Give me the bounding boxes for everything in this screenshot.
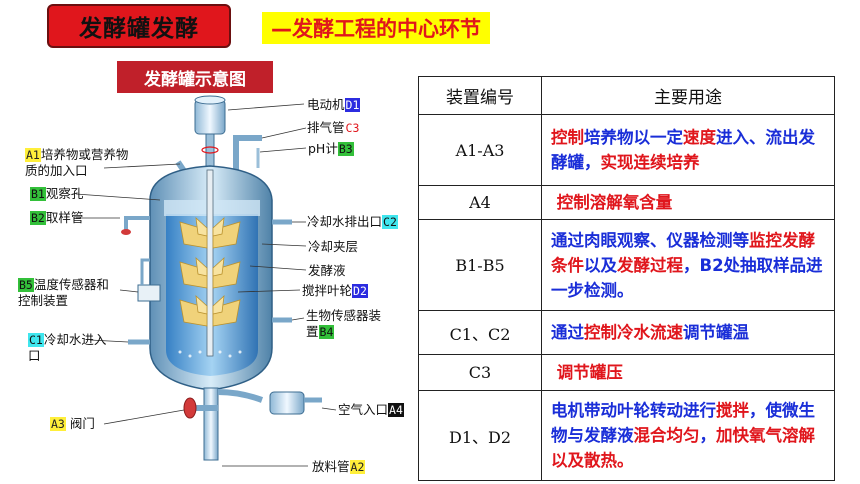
diagram-title: 发酵罐示意图 [117,61,273,93]
row-code: C3 [418,354,542,391]
table-row: A4 控制溶解氧含量 [418,185,835,220]
temp-sensor [137,284,161,302]
row-use: 通过肉眼观察、仪器检测等监控发酵条件以及发酵过程，B2处抽取样品进一步检测。 [541,219,835,311]
exhaust-pipe [233,135,262,175]
label-ph: pH计B3 [308,141,354,156]
header-use: 主要用途 [541,76,835,115]
label-window: B1观察孔 [30,186,84,201]
fermenter-diagram [75,95,337,467]
table-row: A1-A3 控制培养物以一定速度进入、流出发酵罐，实现连续培养 [418,114,835,186]
table-row: C3 调节罐压 [418,354,835,391]
label-impeller: 搅拌叶轮D2 [302,283,368,298]
slide-title: 发酵罐发酵 [47,4,231,48]
sampling-pipe [124,216,150,230]
row-code: C1、C2 [418,310,542,355]
discharge-pipe [203,387,219,461]
label-broth: 发酵液 [308,263,346,278]
row-use: 电机带动叶轮转动进行搅拌，使微生物与发酵液混合均匀，加快氧气溶解以及散热。 [541,390,835,481]
valve [183,397,197,419]
row-code: A4 [418,185,542,220]
header-code: 装置编号 [418,76,542,115]
air-filter [269,391,305,415]
label-air-inlet: 空气入口A4 [338,402,404,417]
label-jacket: 冷却夹层 [308,239,359,254]
table-row: C1、C2 通过控制冷水流速调节罐温 [418,310,835,355]
table-row: B1-B5 通过肉眼观察、仪器检测等监控发酵条件以及发酵过程，B2处抽取样品进一… [418,219,835,311]
label-cooling-inlet: C1冷却水进入口 [28,332,107,363]
label-sampler: B2取样管 [30,210,84,225]
row-use: 控制溶解氧含量 [541,185,835,220]
label-motor: 电动机D1 [307,97,361,112]
slide-subtitle: —发酵工程的中心环节 [262,12,490,44]
label-bio-sensor: 生物传感器装置B4 [306,308,382,339]
label-cooling-outlet: 冷却水排出口C2 [307,214,398,229]
table-row: D1、D2 电机带动叶轮转动进行搅拌，使微生物与发酵液混合均匀，加快氧气溶解以及… [418,390,835,481]
label-discharge: 放料管A2 [312,459,366,474]
row-code: B1-B5 [418,219,542,311]
row-code: D1、D2 [418,390,542,481]
impeller-blades [179,216,241,327]
label-temp-sensor: B5温度传感器和控制装置 [18,277,109,308]
row-use: 通过控制冷水流速调节罐温 [541,310,835,355]
label-exhaust: 排气管C3 [307,120,360,135]
agitator-shaft [206,169,214,357]
table-header-row: 装置编号 主要用途 [418,76,835,115]
label-feed-inlet: A1培养物或营养物质的加入口 [25,147,129,178]
label-valve: A3 阀门 [50,416,95,431]
device-table: 装置编号 主要用途 A1-A3 控制培养物以一定速度进入、流出发酵罐，实现连续培… [418,76,835,481]
row-use: 调节罐压 [541,354,835,391]
motor [194,99,226,135]
row-code: A1-A3 [418,114,542,186]
row-use: 控制培养物以一定速度进入、流出发酵罐，实现连续培养 [541,114,835,186]
